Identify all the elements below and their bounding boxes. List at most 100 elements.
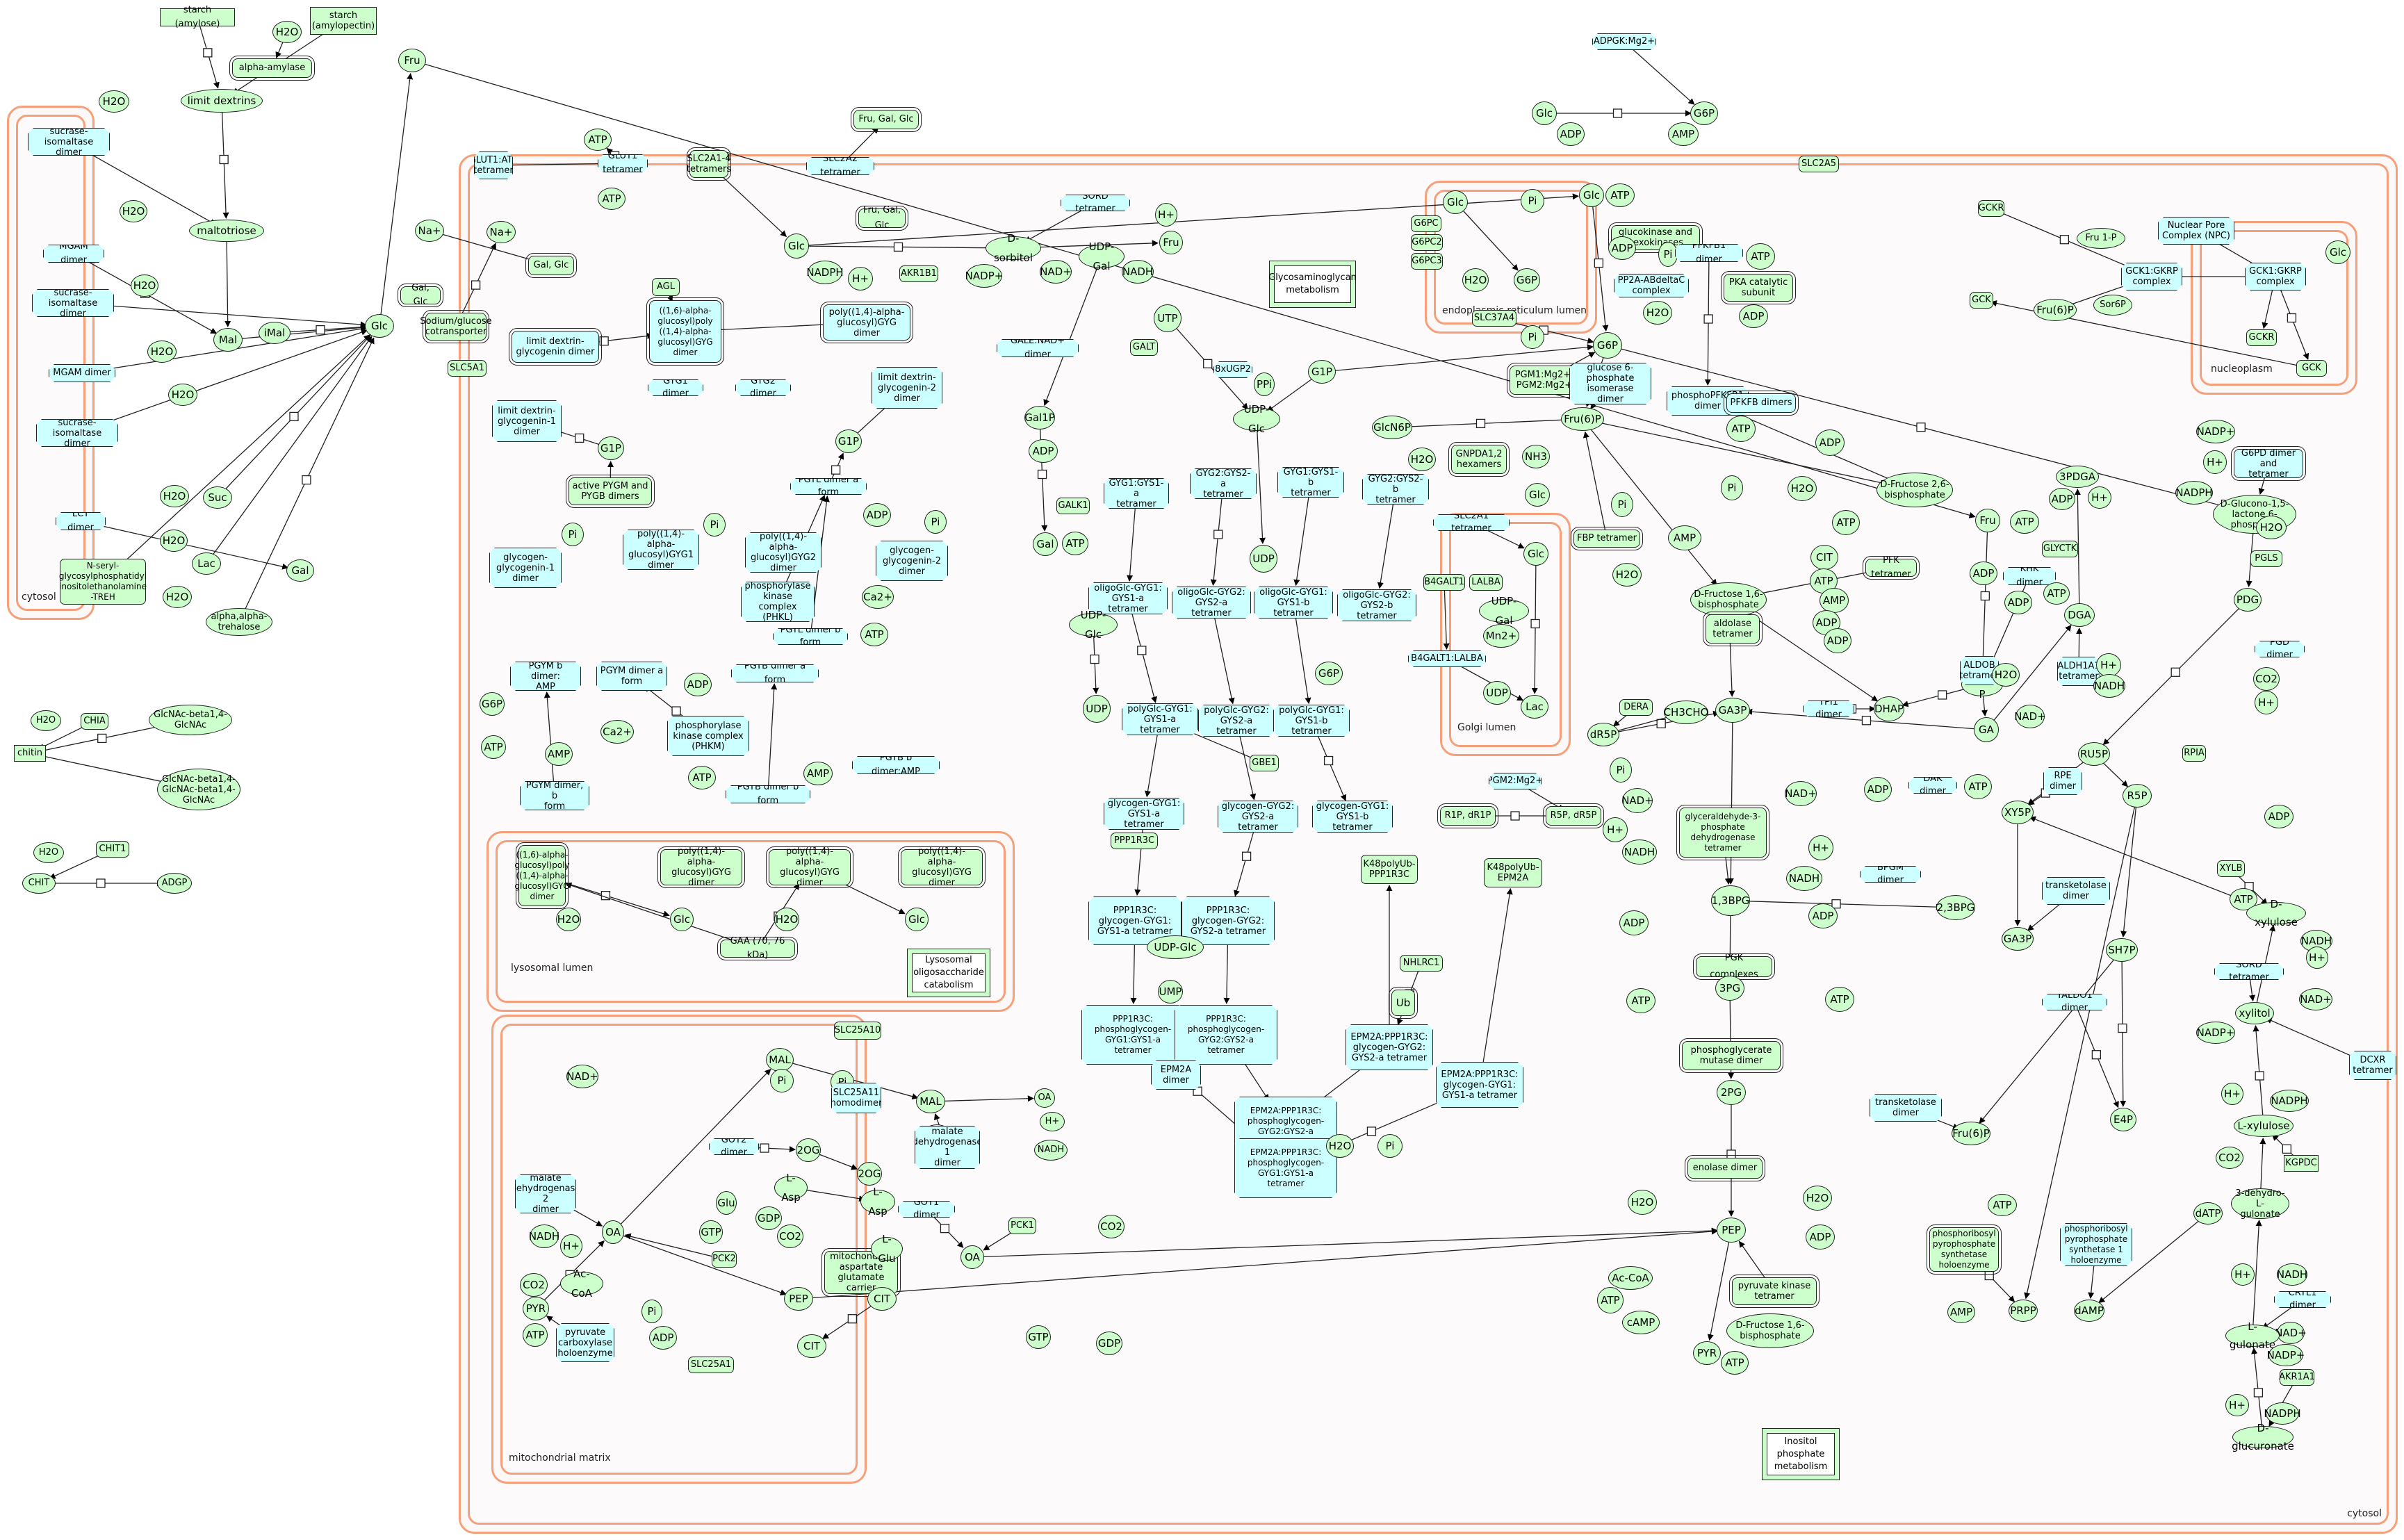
complex-mgam-dimer[interactable]: MGAM dimer [43,245,104,263]
entity-set-1-6-alpha-glucosyl-poly-1-4-alpha-glucosyl-gyg-dimer[interactable]: ((1,6)-alpha- glucosyl)poly ((1,4)-alpha… [646,297,724,366]
protein-nhlrc1[interactable]: NHLRC1 [1400,955,1443,972]
molecule-nadh[interactable]: NADH [2093,674,2125,698]
reaction-node[interactable] [1530,619,1540,629]
reaction-node[interactable] [847,1314,858,1324]
molecule-adp[interactable]: ADP [2049,488,2075,510]
reaction-node[interactable] [893,242,903,252]
molecule-atp[interactable]: ATP [598,188,625,210]
entity-set-active-pygm-and-pygb-dimers[interactable]: active PYGM and PYGB dimers [566,475,655,508]
molecule-pi[interactable]: Pi [641,1300,662,1323]
protein-starch-amylose[interactable]: starch (amylose) [160,5,235,29]
pathway-link-lysosomal[interactable]: Lysosomal oligosaccharide catabolism [907,949,990,997]
reaction-node[interactable] [1037,469,1047,480]
molecule-h[interactable]: H+ [1603,817,1628,842]
protein-galt[interactable]: GALT [1130,339,1158,356]
molecule-h[interactable]: H+ [1040,1112,1065,1131]
molecule-h2o[interactable]: H2O [1462,268,1489,292]
complex-malate-dehydrogenase-1-dimer[interactable]: malate dehydrogenase 1 dimer [912,1127,983,1168]
molecule-h2o[interactable]: H2O [1612,563,1642,587]
protein-ppp1r3c[interactable]: PPP1R3C [1111,833,1158,849]
molecule-adp[interactable]: ADP [1806,1224,1835,1250]
molecule-h2o[interactable]: H2O [1628,1190,1657,1215]
molecule-h2o[interactable]: H2O [131,275,158,297]
molecule-nad[interactable]: NAD+ [1040,260,1072,284]
complex-ppp1r3c-glycogen-gyg2-gys2-a-tetramer[interactable]: PPP1R3C: glycogen-GYG2: GYS2-a tetramer [1181,896,1275,945]
molecule-glc[interactable]: Glc [670,908,694,931]
molecule-ppi[interactable]: PPi [1254,372,1275,396]
molecule-fru[interactable]: Fru [1159,231,1183,254]
reaction-node[interactable] [1861,716,1872,726]
molecule-adp[interactable]: ADP [1864,777,1892,802]
molecule-2og[interactable]: 2OG [796,1138,821,1162]
molecule-mn2[interactable]: Mn2+ [1483,624,1519,648]
reaction-node[interactable] [1656,719,1666,728]
complex-poly-1-4-alpha-glucosyl-gyg1-dimer[interactable]: poly((1,4)-alpha- glucosyl)GYG1 dimer [623,530,699,570]
entity-set-ub[interactable]: Ub [1389,987,1418,1019]
molecule-udp-gal[interactable]: UDP-Gal [1079,240,1125,272]
molecule-h[interactable]: H+ [2096,653,2121,677]
molecule-adp[interactable]: ADP [2264,805,2293,828]
molecule-atp[interactable]: ATP [1825,987,1854,1012]
protein-slc25a10[interactable]: SLC25A10 [834,1022,881,1040]
complex-gyg1-dimer[interactable]: GYG1 dimer [648,379,703,396]
reaction-node[interactable] [1213,530,1223,539]
protein-galk1[interactable]: GALK1 [1056,498,1090,514]
molecule-fru-6-p[interactable]: Fru(6)P [2034,299,2077,321]
molecule-h2o[interactable]: H2O [1992,663,2020,687]
reaction-node[interactable] [1594,258,1604,268]
complex-pgyl-dimer-b-form[interactable]: PGYL dimer b form [773,628,848,645]
molecule-h2o[interactable]: H2O [1788,476,1817,501]
complex-adpgk-mg2[interactable]: ADPGK:Mg2+ [1592,33,1656,50]
complex-polyglc-gyg1-gys1-b-tetramer[interactable]: polyGlc-GYG1: GYS1-b tetramer [1273,705,1350,737]
molecule-2pg[interactable]: 2PG [1717,1080,1746,1105]
molecule-nad[interactable]: NAD+ [2275,1322,2307,1344]
molecule-h[interactable]: H+ [2221,1083,2243,1105]
molecule-nadh[interactable]: NADH [1786,866,1822,891]
molecule-3pdga[interactable]: 3PDGA [2056,466,2099,488]
molecule-atp[interactable]: ATP [481,735,506,759]
complex-pgym-dimer-b-form[interactable]: PGYM dimer, b form [520,781,589,810]
molecule-dga[interactable]: DGA [2064,603,2095,627]
molecule-fru[interactable]: Fru [1975,509,2000,532]
molecule-nad[interactable]: NAD+ [566,1065,598,1088]
molecule-fru[interactable]: Fru [398,49,426,72]
molecule-atp[interactable]: ATP [1597,1287,1624,1313]
molecule-ac-coa[interactable]: Ac-CoA [1608,1266,1653,1290]
molecule-h2o[interactable]: H2O [272,21,302,43]
molecule-g6p[interactable]: G6P [1690,101,1718,125]
complex-epm2a-ppp1r3c-glycogen-gyg1-gys1-a-tetramer[interactable]: EPM2A:PPP1R3C: glycogen-GYG1: GYS1-a tet… [1436,1062,1523,1108]
molecule-adp[interactable]: ADP [1970,562,1997,585]
entity-set-pfkfb-dimers[interactable]: PFKFB dimers [1724,391,1799,416]
molecule-glcnac-beta1-4-glcnac-beta1-4-glcnac[interactable]: GlcNAc-beta1,4- GlcNAc-beta1,4- GlcNAc [157,769,240,810]
complex-oligoglc-gyg1-gys1-b-tetramer[interactable]: oligoGlc-GYG1: GYS1-b tetramer [1254,587,1333,619]
molecule-udp-gal[interactable]: UDP-Gal [1479,595,1529,627]
entity-set-glyceraldehyde-3-phosphate-dehydrogenase-tetramer[interactable]: glyceraldehyde-3- phosphate dehydrogenas… [1676,805,1769,860]
molecule-ch3cho[interactable]: CH3CHO [1664,701,1708,724]
protein-glyctk[interactable]: GLYCTK [2042,541,2078,557]
reaction-node[interactable] [1203,359,1213,369]
molecule-h2o[interactable]: H2O [120,200,147,222]
complex-gyg2-gys2-a-tetramer[interactable]: GYG2:GYS2-a tetramer [1190,468,1257,499]
molecule-h[interactable]: H+ [848,267,873,290]
reaction-node[interactable] [575,433,584,443]
molecule-nad[interactable]: NAD+ [1621,788,1653,813]
molecule-dhap[interactable]: DHAP [1874,696,1904,721]
complex-sucrase-isomaltase-dimer[interactable]: sucrase-isomaltase dimer [36,419,118,447]
reaction-node[interactable] [2118,1023,2127,1033]
complex-glucose-6-phosphate-isomerase-dimer[interactable]: glucose 6- phosphate isomerase dimer [1569,363,1651,404]
molecule-na[interactable]: Na+ [415,220,444,242]
reaction-node[interactable] [1475,418,1486,429]
complex-pgyb-dimer-b-form[interactable]: PGYB dimer b form [726,785,810,803]
molecule-atp[interactable]: ATP [1746,243,1775,270]
pathway-link-inositol[interactable]: Inositol phosphate metabolism [1762,1428,1840,1480]
molecule-e4p[interactable]: E4P [2110,1108,2136,1131]
molecule-nadph[interactable]: NADPH [806,261,844,284]
molecule-udp[interactable]: UDP [1483,681,1511,705]
reaction-node[interactable] [760,1143,769,1153]
complex-got1-dimer[interactable]: GOT1 dimer [898,1201,955,1218]
reaction-node[interactable] [289,411,299,422]
molecule-atp[interactable]: ATP [688,766,716,789]
reaction-node[interactable] [1366,1127,1377,1136]
molecule-adp[interactable]: ADP [1608,236,1636,260]
molecule-nad[interactable]: NAD+ [2014,705,2046,728]
